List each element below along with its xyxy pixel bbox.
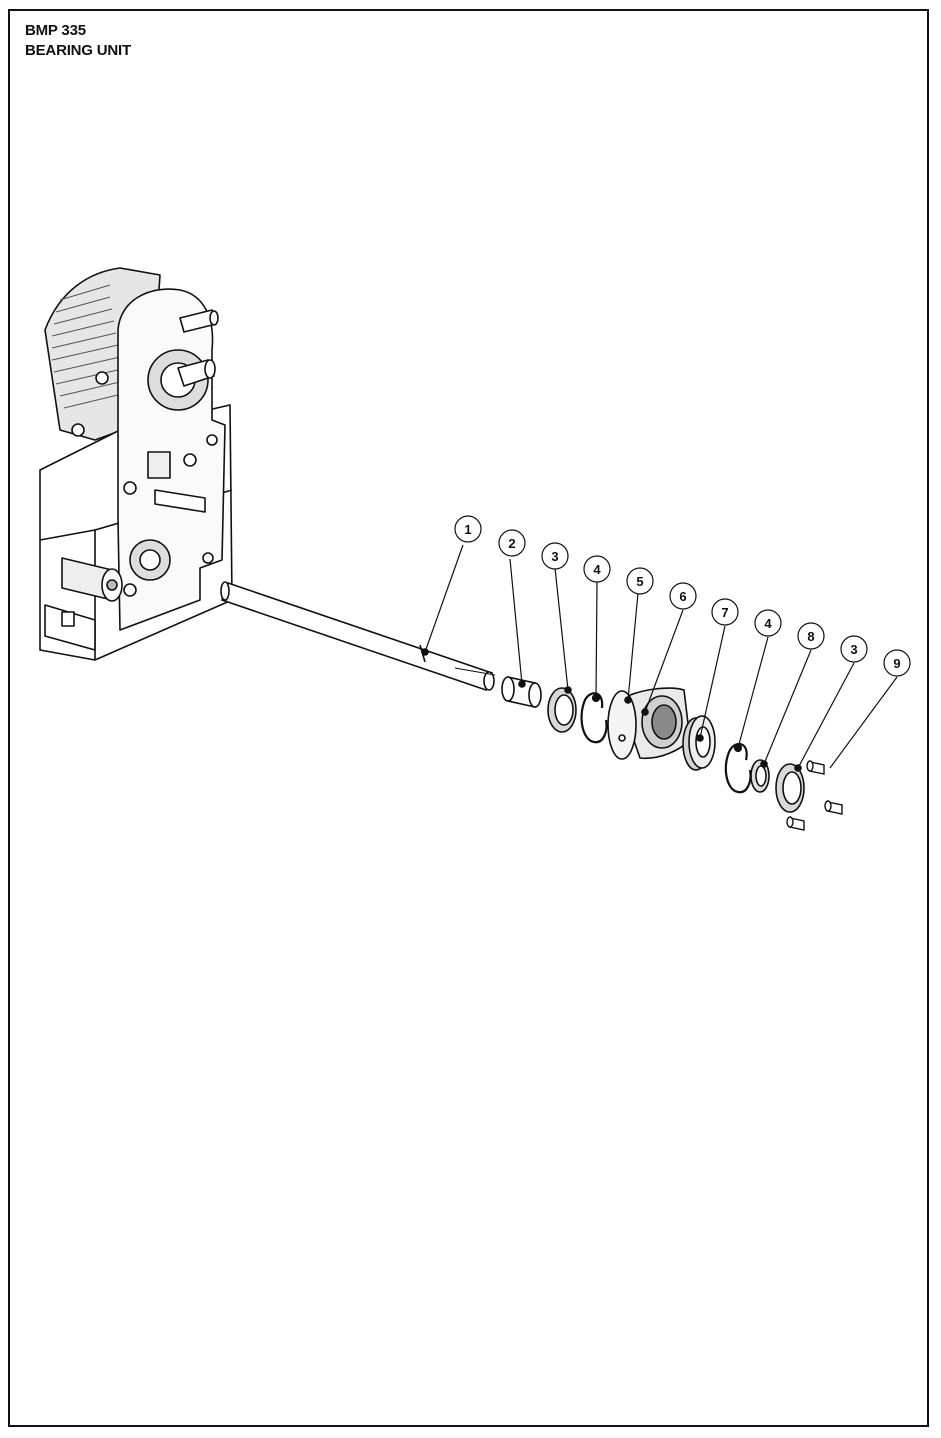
part-washer-b (775, 763, 805, 813)
motor-fins (51, 284, 127, 409)
callout-7: 7 (711, 598, 739, 626)
callout-8: 8 (797, 622, 825, 650)
part-retaining-ring-b (724, 742, 752, 794)
svg-text:7: 7 (721, 605, 728, 620)
callout-1: 1 (454, 515, 482, 543)
callout-9: 9 (883, 649, 911, 677)
diagram-title: BEARING UNIT (25, 42, 131, 59)
callout-3b: 3 (840, 635, 868, 663)
svg-text:4: 4 (593, 562, 601, 577)
svg-text:9: 9 (893, 656, 900, 671)
callout-6: 6 (669, 582, 697, 610)
model-title: BMP 335 (25, 22, 86, 39)
part-shaft (220, 581, 496, 692)
svg-text:2: 2 (508, 536, 515, 551)
machine-body (39, 267, 233, 661)
part-bearing (682, 715, 716, 771)
part-retaining-ring-a (580, 692, 608, 744)
callout-leaders (424, 544, 898, 769)
svg-text:6: 6 (679, 589, 686, 604)
callout-4a: 4 (583, 555, 611, 583)
part-spacer-ring (750, 759, 770, 793)
svg-text:5: 5 (636, 574, 643, 589)
svg-text:3: 3 (850, 642, 857, 657)
svg-text:4: 4 (764, 616, 772, 631)
svg-text:8: 8 (807, 629, 814, 644)
callout-2: 2 (498, 529, 526, 557)
callouts: 1 2 3 4 5 6 7 4 (454, 515, 911, 677)
callout-3a: 3 (541, 542, 569, 570)
part-screws (786, 760, 843, 831)
callout-4b: 4 (754, 609, 782, 637)
page-frame (8, 9, 929, 1427)
callout-5: 5 (626, 567, 654, 595)
part-bearing-housing (607, 687, 691, 760)
svg-text:1: 1 (464, 522, 471, 537)
svg-text:3: 3 (551, 549, 558, 564)
part-washer-a (547, 686, 577, 733)
